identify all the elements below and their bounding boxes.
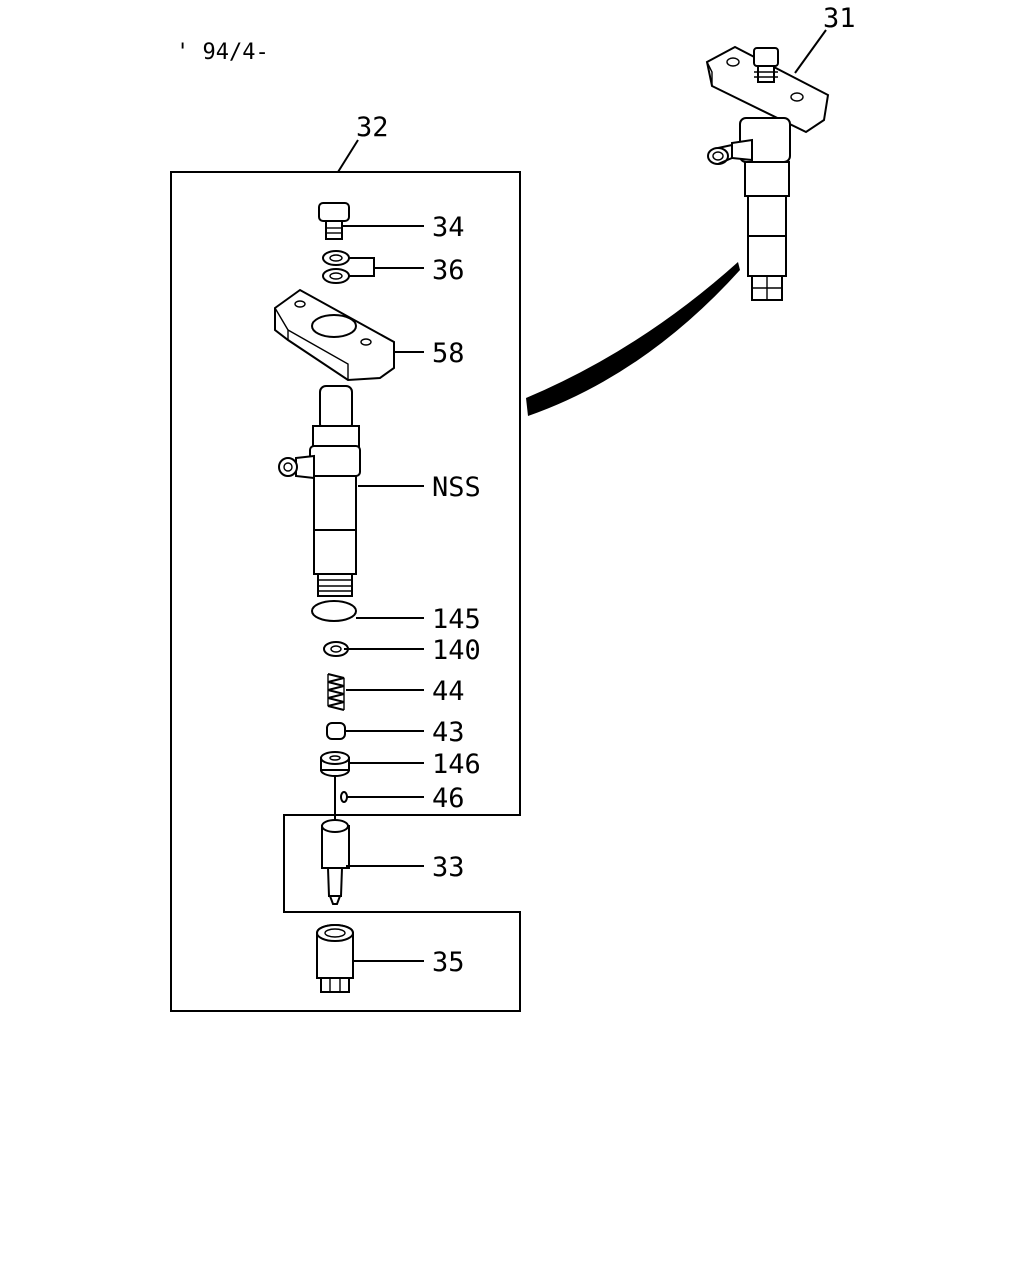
callout-145: 145	[432, 604, 481, 635]
callout-46: 46	[432, 783, 465, 814]
callout-34: 34	[432, 212, 465, 243]
exploded-view-frame	[170, 171, 521, 1012]
installed-injector-assembly	[705, 45, 830, 301]
leader-31	[794, 29, 827, 74]
washers-part	[322, 250, 350, 284]
spring-part	[327, 673, 345, 711]
callout-140: 140	[432, 635, 481, 666]
callout-32: 32	[356, 112, 389, 143]
callout-43: 43	[432, 717, 465, 748]
spacer-part	[320, 751, 350, 777]
nozzle-part	[321, 819, 350, 905]
bracket-part	[274, 288, 395, 382]
callout-33: 33	[432, 852, 465, 883]
leader-36	[349, 257, 424, 277]
holder-body-part	[278, 385, 361, 597]
callout-58: 58	[432, 338, 465, 369]
callout-nss: NSS	[432, 472, 481, 503]
callout-35: 35	[432, 947, 465, 978]
callout-146: 146	[432, 749, 481, 780]
o-ring-part	[311, 600, 357, 622]
retaining-nut-part	[316, 924, 354, 993]
revision-label: ' 94/4-	[176, 40, 269, 65]
callout-44: 44	[432, 676, 465, 707]
bolt-part	[318, 202, 350, 240]
assembly-connector-sweep	[526, 262, 740, 416]
callout-36: 36	[432, 255, 465, 286]
leader-32	[337, 139, 359, 173]
callout-31: 31	[823, 3, 856, 34]
spring-seat-part	[326, 722, 346, 740]
